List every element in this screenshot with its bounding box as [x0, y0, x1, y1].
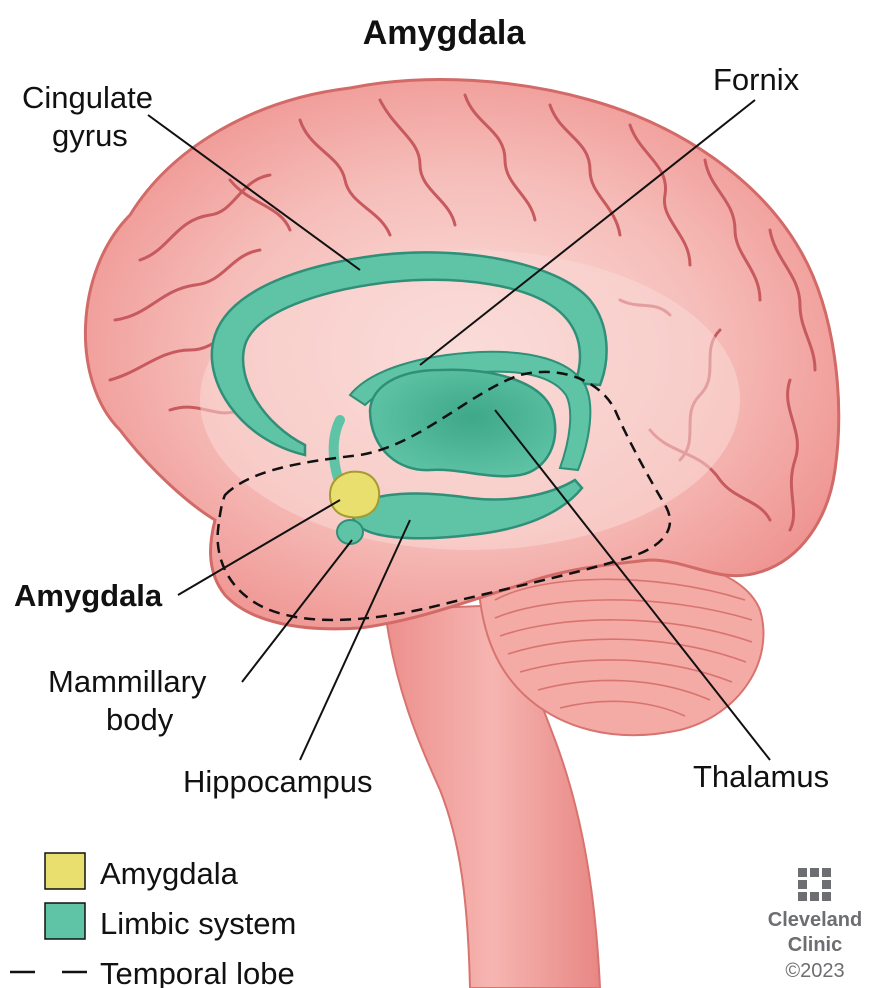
amygdala-shape: [330, 472, 379, 518]
label-hippocampus: Hippocampus: [183, 764, 373, 799]
cleveland-clinic-logo: Cleveland Clinic ©2023: [768, 868, 862, 982]
mammillary-body-shape: [337, 520, 363, 544]
diagram-title: Amygdala: [363, 14, 527, 52]
label-fornix: Fornix: [713, 62, 800, 97]
cleveland-clinic-logo-icon: [798, 868, 831, 901]
brand-line1: Cleveland: [768, 909, 862, 931]
brand-line2: Clinic: [788, 934, 842, 956]
thalamus-shape: [370, 370, 555, 476]
label-mammillary-line2: body: [106, 702, 174, 737]
legend: Amygdala Limbic system Temporal lobe: [10, 853, 296, 988]
legend-label-temporal-lobe: Temporal lobe: [100, 956, 295, 988]
label-amygdala: Amygdala: [14, 578, 163, 613]
label-mammillary-line1: Mammillary: [48, 664, 207, 699]
legend-swatch-amygdala: [45, 853, 85, 889]
brand-copyright: ©2023: [785, 960, 844, 982]
legend-label-limbic-system: Limbic system: [100, 906, 296, 941]
label-thalamus: Thalamus: [693, 759, 829, 794]
legend-label-amygdala: Amygdala: [100, 856, 239, 891]
label-cingulate-line2: gyrus: [52, 118, 128, 153]
legend-swatch-limbic-system: [45, 903, 85, 939]
label-cingulate-line1: Cingulate: [22, 80, 153, 115]
